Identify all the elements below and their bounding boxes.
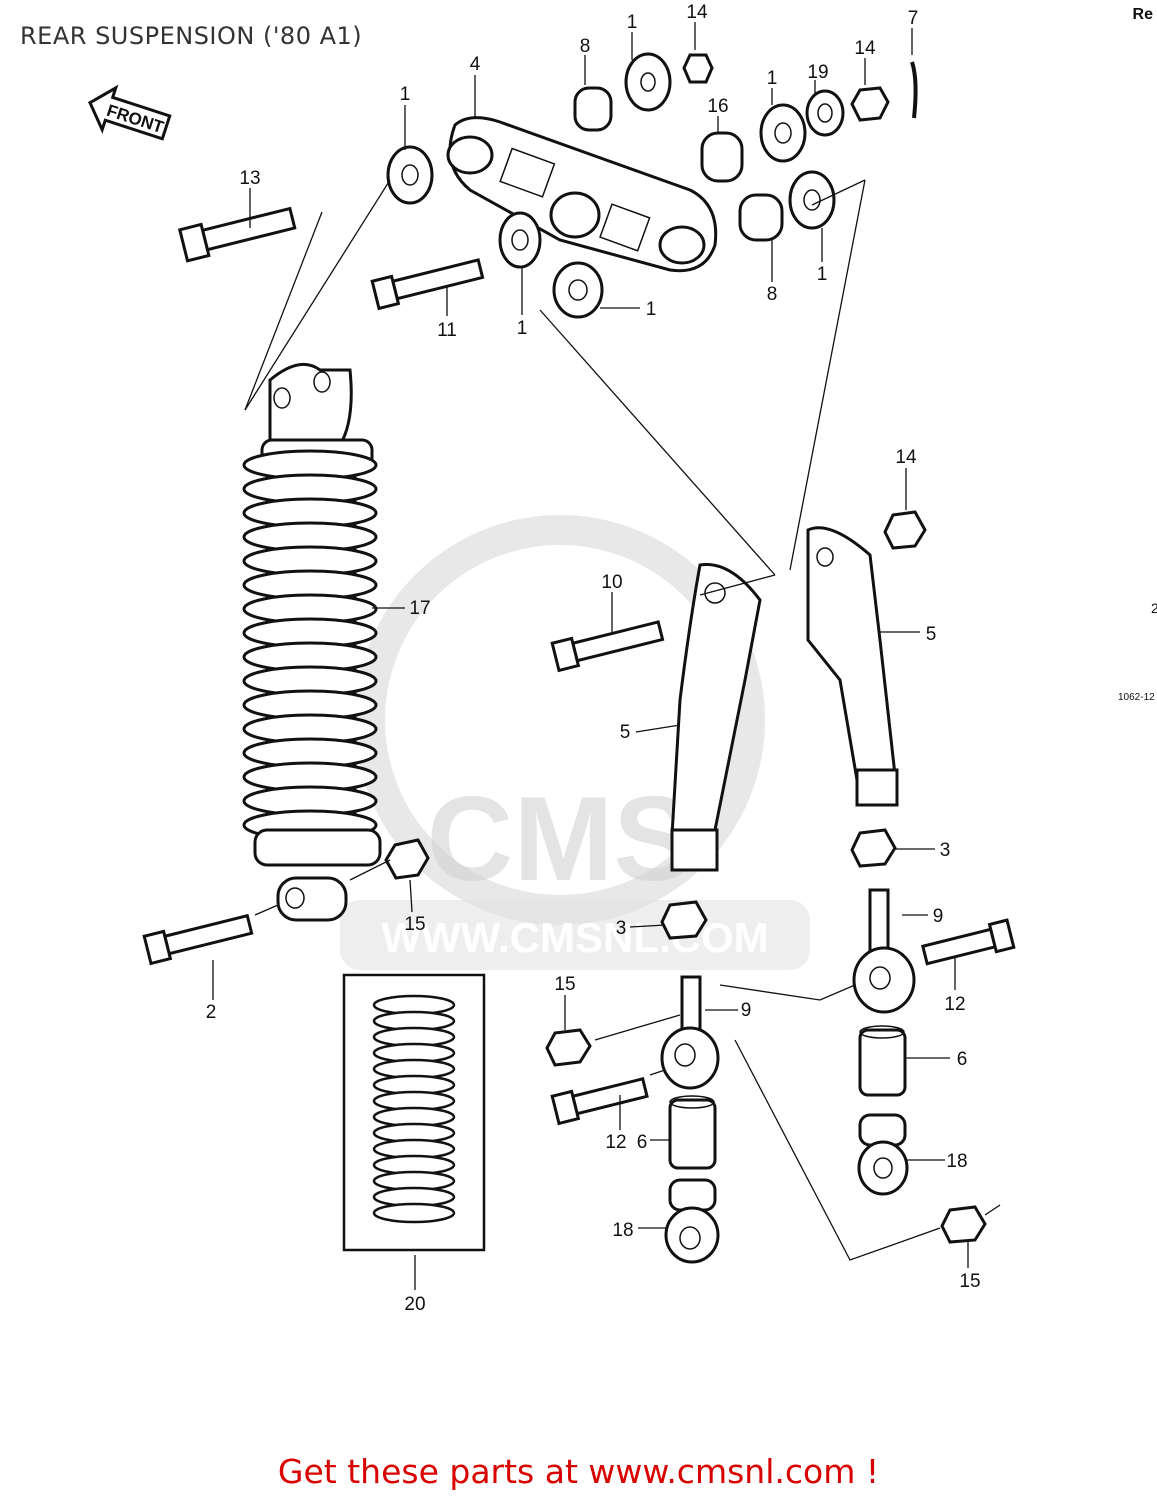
tie-rod-right: [806, 526, 899, 807]
callout-9: 9: [741, 1000, 752, 1021]
page-title: REAR SUSPENSION ('80 A1): [20, 22, 363, 50]
callout-1: 1: [627, 12, 638, 33]
eye-right: [857, 1113, 909, 1196]
footer-link[interactable]: Get these parts at www.cmsnl.com !: [277, 1452, 880, 1491]
spring-coil: [372, 1202, 456, 1224]
callout-14: 14: [895, 447, 917, 468]
callout-12: 12: [944, 994, 965, 1015]
rear-shock-absorber: [242, 362, 382, 922]
nuts: [384, 510, 987, 1244]
bolt-12-right: [921, 918, 1016, 966]
callout-numbers: 1 4 1 14 8 7 14 19 1 16 13 11 1 1 8 1 14…: [206, 2, 981, 1315]
bolt-12-left: [550, 1077, 649, 1126]
watermark-url: WWW.CMSNL.COM: [381, 914, 768, 961]
edge-label-top-right: Re: [1132, 6, 1153, 23]
bolt-10: [550, 620, 665, 673]
bolts: [142, 206, 1016, 1126]
rod-end-left: [660, 975, 720, 1090]
callout-6: 6: [957, 1049, 968, 1070]
callout-7: 7: [908, 8, 919, 29]
front-arrow-icon: FRONT: [88, 84, 172, 141]
callout-15: 15: [404, 914, 425, 935]
callout-10: 10: [601, 572, 622, 593]
callout-4: 4: [470, 54, 481, 75]
callout-18: 18: [612, 1220, 633, 1241]
tie-rod-left: [670, 562, 762, 872]
edge-digit: 2: [1151, 600, 1157, 616]
assembly-lines: [244, 179, 1001, 1261]
callout-5: 5: [926, 624, 937, 645]
rod-end-right: [852, 888, 916, 1014]
callout-3: 3: [616, 918, 627, 939]
callout-6: 6: [637, 1132, 648, 1153]
callout-14: 14: [686, 2, 708, 23]
callout-5: 5: [620, 722, 631, 743]
callout-8: 8: [767, 284, 778, 305]
callout-16: 16: [707, 96, 728, 117]
spacer-right: [858, 1025, 907, 1097]
callout-11: 11: [437, 320, 457, 341]
spacer-left: [668, 1095, 717, 1170]
callout-leaders: [212, 22, 969, 1290]
callout-2: 2: [206, 1002, 217, 1023]
eye-left: [664, 1178, 720, 1264]
rocker-hardware: [386, 52, 918, 319]
callout-1: 1: [400, 84, 411, 105]
callout-18: 18: [946, 1151, 967, 1172]
callout-1: 1: [817, 264, 828, 285]
callout-9: 9: [933, 906, 944, 927]
diagram-code: 1062-12: [1118, 692, 1155, 703]
callout-19: 19: [807, 62, 828, 83]
callout-20: 20: [404, 1294, 425, 1315]
callout-15: 15: [959, 1271, 980, 1292]
callout-1: 1: [646, 299, 657, 320]
callout-3: 3: [940, 840, 951, 861]
spring-20-box: [342, 973, 486, 1252]
rocker-arm: [446, 116, 718, 273]
callout-14: 14: [854, 38, 876, 59]
bolt-11: [370, 258, 485, 311]
callout-12: 12: [605, 1132, 626, 1153]
watermark-brand: CMS: [427, 772, 694, 906]
callout-1: 1: [517, 318, 528, 339]
callout-15: 15: [554, 974, 575, 995]
callout-17: 17: [409, 598, 430, 619]
callout-8: 8: [580, 36, 591, 57]
bolt-13: [177, 206, 297, 263]
callout-13: 13: [239, 168, 260, 189]
callout-1: 1: [767, 68, 778, 89]
bolt-2: [142, 913, 254, 966]
